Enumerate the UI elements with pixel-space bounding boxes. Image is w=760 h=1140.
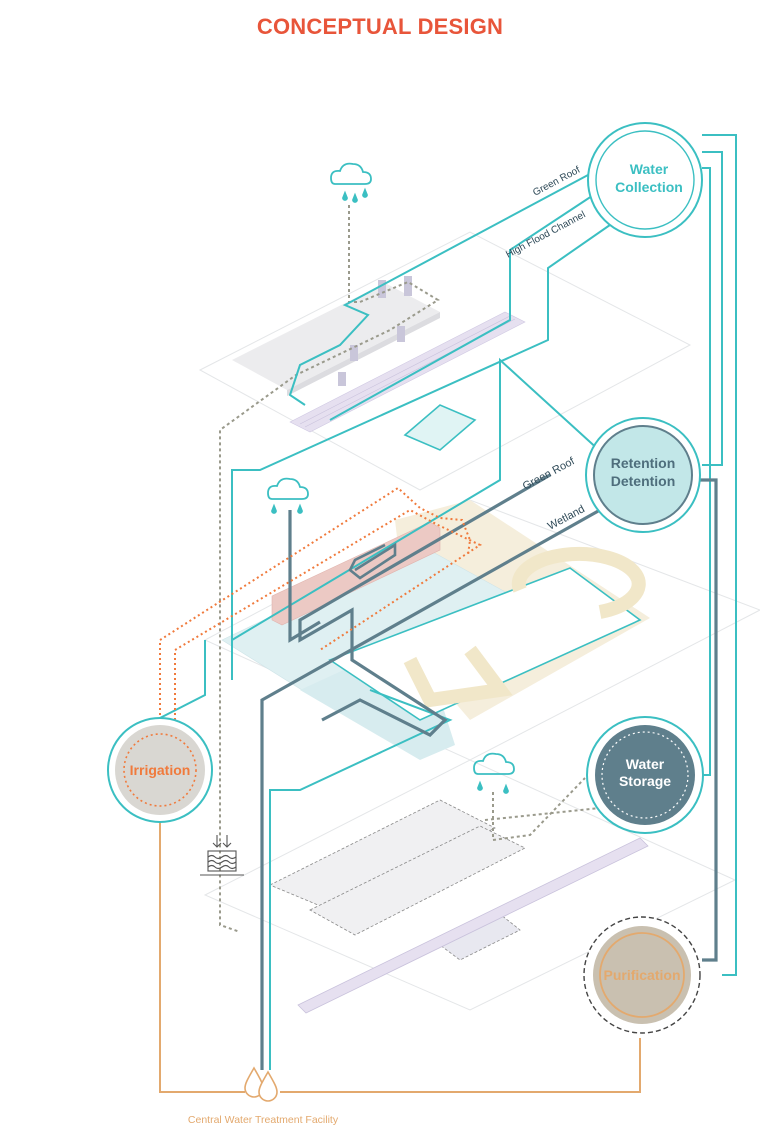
rain-cloud-icon [267,477,309,514]
layer-middle-plane [203,499,760,761]
water-collection-line1: Water [630,161,669,177]
page-title: CONCEPTUAL DESIGN [256,14,504,39]
teal-flows [159,134,737,1070]
irrigation-label: Irrigation [130,762,191,778]
node-retention-detention: Retention Detention [585,417,701,533]
purification-label: Purification [603,967,680,983]
layer-bottom-plane [203,759,737,1014]
node-purification: Purification [583,916,701,1034]
layer-top-plane [198,231,692,491]
rain-cloud-icon [473,752,515,794]
water-storage-line1: Water [626,756,665,772]
gray-dotted-flows [219,205,601,933]
water-collection-line2: Collection [615,179,683,195]
retention-line1: Retention [611,455,676,471]
treatment-flows [159,822,641,1093]
slate-flows [260,473,718,1070]
treatment-facility-label: Central Water Treatment Facility [188,1114,339,1126]
label-green-roof-mid: Green Roof [521,455,578,493]
node-water-collection: Water Collection [587,122,703,238]
label-high-flood-channel: High Flood Channel [504,209,587,260]
retention-line2: Detention [611,473,676,489]
rain-cloud-icon [330,162,372,203]
infiltration-icon [200,835,244,876]
node-irrigation: Irrigation [107,717,213,823]
water-storage-line2: Storage [619,773,671,789]
node-water-storage: Water Storage [586,716,704,834]
water-drops-icon [244,1066,278,1102]
